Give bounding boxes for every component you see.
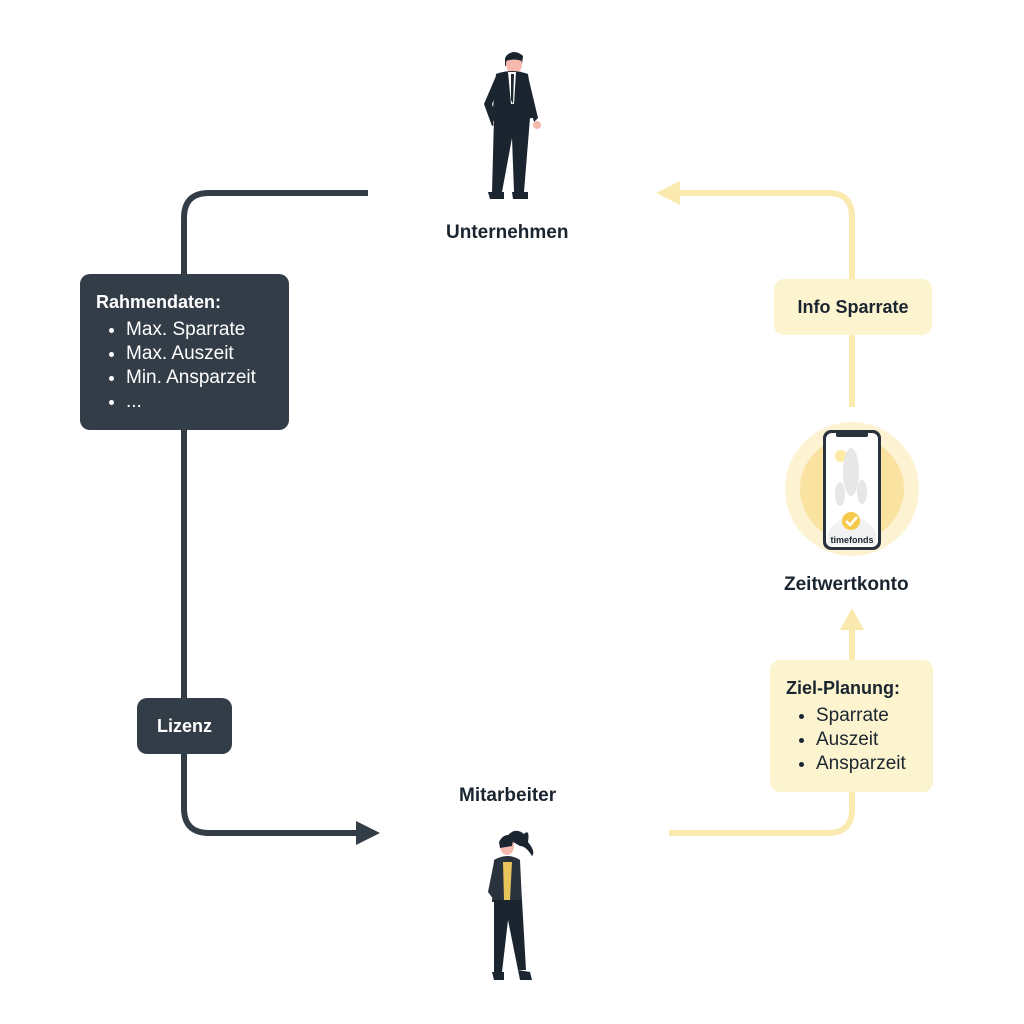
employee-label: Mitarbeiter [459,785,557,806]
framework-data-list: Max. Sparrate Max. Auszeit Min. Ansparze… [96,318,277,414]
goal-planning-list: Sparrate Auszeit Ansparzeit [786,704,921,776]
businesswoman-icon [488,830,534,980]
goal-planning-title: Ziel-Planung: [786,678,900,698]
license-label: Lizenz [156,716,212,736]
goal-item-time-off: Auszeit [816,728,921,752]
framework-data-title: Rahmendaten: [96,292,222,312]
goal-item-saving-period: Ansparzeit [816,752,921,776]
app-brand-text: timefonds [830,535,873,545]
arrow-to-account [840,608,864,630]
info-savings-rate-box: Info Sparrate [774,279,932,335]
info-flow-line [678,190,855,407]
framework-data-box: Rahmendaten: Max. Sparrate Max. Auszeit … [80,274,289,430]
goal-item-savings-rate: Sparrate [816,704,921,728]
info-savings-rate-label: Info Sparrate [797,297,909,317]
arrow-to-employee [356,821,380,845]
company-label: Unternehmen [446,222,569,243]
account-label: Zeitwertkonto [784,574,909,595]
arrow-to-company [656,181,680,205]
license-box: Lizenz [137,698,232,754]
goal-planning-box: Ziel-Planung: Sparrate Auszeit Ansparzei… [770,660,933,792]
goal-flow-line [669,628,855,836]
framework-item-more: ... [126,390,277,414]
framework-flow-line [181,190,368,836]
businessman-icon [484,52,541,199]
framework-item-max-savings-rate: Max. Sparrate [126,318,277,342]
smartphone-app-icon: timefonds [785,422,919,556]
framework-item-max-time-off: Max. Auszeit [126,342,277,366]
framework-item-min-saving-period: Min. Ansparzeit [126,366,277,390]
